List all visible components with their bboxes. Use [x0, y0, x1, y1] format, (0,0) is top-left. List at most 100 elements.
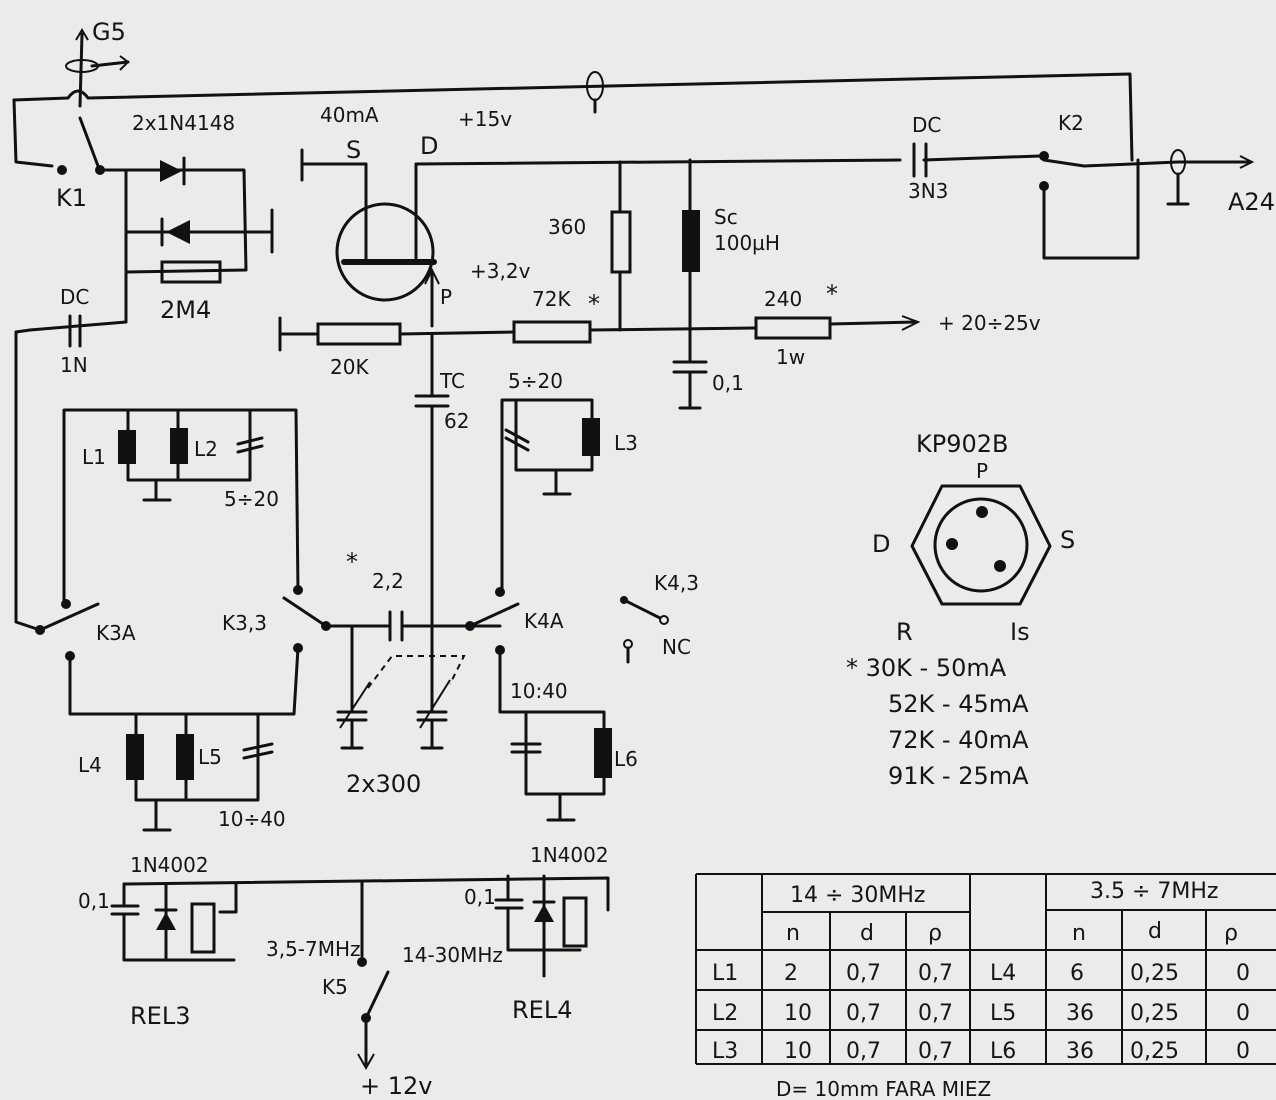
table-cell: L1 — [712, 961, 738, 986]
band-switches: K3A K3,3 * 2,2 K4A — [35, 548, 564, 716]
antenna-label: A24 — [1228, 188, 1275, 216]
k5-label: K5 — [322, 975, 348, 999]
col-header: ρ — [1224, 921, 1238, 946]
coil-table: 14 ÷ 30MHz 3.5 ÷ 7MHz n d ρ n d ρ L1 2 0… — [695, 873, 1276, 1100]
pin-p-label: P — [976, 459, 988, 483]
table-cell: 36 — [1066, 1039, 1094, 1064]
r240-label: 240 — [764, 287, 802, 311]
table-cell: 0 — [1236, 1001, 1250, 1026]
band-lo-header: 3.5 ÷ 7MHz — [1090, 879, 1218, 904]
table-cell: 10 — [784, 1039, 812, 1064]
tuning-label: 2x300 — [346, 770, 421, 798]
c22-label: 2,2 — [372, 569, 404, 593]
c5-20b-label: 5÷20 — [508, 369, 563, 393]
band-hi-label: 14-30MHz — [402, 943, 503, 967]
l5-label: L5 — [198, 745, 222, 769]
tank-l3: 5÷20 L3 — [500, 369, 638, 590]
table-cell: 0,7 — [918, 961, 953, 986]
cap-1n: DC 1N — [14, 285, 89, 632]
pin-d-label: D — [872, 530, 890, 558]
table-cell: 2 — [784, 961, 798, 986]
switch-k43: K4,3 NC — [620, 571, 699, 664]
table-cell: 0 — [1236, 961, 1250, 986]
col-header: n — [1072, 921, 1086, 946]
col-is-label: Is — [1010, 618, 1030, 646]
table-cell: L6 — [990, 1039, 1016, 1064]
switch-k1: K1 — [56, 116, 128, 212]
g5-label: G5 — [92, 18, 126, 46]
table-cell: L2 — [712, 1001, 738, 1026]
bias-resistor-table: R Is * 30K - 50mA 52K - 45mA 72K - 40mA … — [846, 618, 1030, 790]
tuning-capacitor: 2x300 — [336, 624, 466, 798]
pinout-kp902b: KP902B P D S — [872, 430, 1075, 606]
dc-right-label: DC — [912, 113, 941, 137]
ids-label: 40mA — [320, 103, 379, 127]
plus32-label: +3,2v — [470, 259, 531, 283]
r360-label: 360 — [548, 215, 586, 239]
col-header: d — [860, 921, 874, 946]
table-cell: 0,25 — [1130, 1001, 1179, 1026]
kp902b-label: KP902B — [916, 430, 1008, 458]
c3n3-label: 3N3 — [908, 179, 948, 203]
gate-p-label: P — [440, 285, 452, 309]
rtable-row: 72K - 40mA — [888, 726, 1029, 754]
plus12-label: + 12v — [360, 1072, 432, 1100]
source-label: S — [346, 136, 361, 164]
r240-star: * — [826, 280, 838, 308]
d1-label: 1N4002 — [130, 853, 209, 877]
choke-100uh-label: 100µH — [714, 231, 780, 255]
table-cell: L3 — [712, 1039, 738, 1064]
l6-label: L6 — [614, 747, 638, 771]
output-section: DC 3N3 K2 A24 — [908, 111, 1275, 260]
tc-label: TC — [439, 369, 465, 393]
relay-circuit: 1N4002 0,1 REL3 1N4002 0,1 REL4 3,5-7MHz… — [78, 843, 610, 1100]
r240-watt-label: 1w — [776, 345, 805, 369]
c10-40a-label: 10÷40 — [218, 807, 286, 831]
r72k-star: * — [588, 290, 600, 318]
table-cell: L5 — [990, 1001, 1016, 1026]
table-cell: 0,7 — [846, 1001, 881, 1026]
col-header: d — [1148, 919, 1162, 944]
gate-coupling: TC 62 — [414, 332, 469, 702]
rel4-label: REL4 — [512, 996, 572, 1024]
table-cell: 6 — [1070, 961, 1084, 986]
table-cell: 0,25 — [1130, 961, 1179, 986]
band-lo-label: 3,5-7MHz — [266, 937, 361, 961]
table-cell: 36 — [1066, 1001, 1094, 1026]
footer-note: D= 10mm FARA MIEZ — [776, 1077, 991, 1100]
table-cell: L4 — [990, 961, 1016, 986]
nc-label: NC — [662, 635, 691, 659]
k1-label: K1 — [56, 184, 87, 212]
table-cell: 10 — [784, 1001, 812, 1026]
l2-label: L2 — [194, 437, 218, 461]
gate-bias: 20K 72K * 240 * 1w + 20÷25v — [278, 280, 1041, 379]
c1n-label: 1N — [60, 353, 88, 377]
supply-voltage-label: + 20÷25v — [938, 311, 1041, 335]
k33-label: K3,3 — [222, 611, 267, 635]
l4-label: L4 — [78, 753, 102, 777]
tank-l6: 10:40 L6 — [498, 648, 638, 822]
col-r-label: R — [896, 618, 913, 646]
switch-g5: G5 — [65, 18, 130, 108]
r2m4-label: 2M4 — [160, 296, 211, 324]
band-hi-header: 14 ÷ 30MHz — [790, 883, 925, 908]
l3-label: L3 — [614, 431, 638, 455]
diode-limiter: 2x1N4148 2M4 — [14, 111, 274, 334]
table-cell: 0,7 — [918, 1039, 953, 1064]
diodes-label: 2x1N4148 — [132, 111, 235, 135]
col-header: ρ — [928, 921, 942, 946]
pin-s-label: S — [1060, 526, 1075, 554]
k2-label: K2 — [1058, 111, 1084, 135]
drain-load: 360 Sc 100µH 0,1 — [548, 158, 780, 410]
c01a-label: 0,1 — [78, 889, 110, 913]
l1-label: L1 — [82, 445, 106, 469]
r72k-label: 72K — [532, 287, 571, 311]
rtable-row: 52K - 45mA — [888, 690, 1029, 718]
c62-label: 62 — [444, 409, 469, 433]
rel3-label: REL3 — [130, 1002, 190, 1030]
rtable-row: 91K - 25mA — [888, 762, 1029, 790]
c01b-label: 0,1 — [464, 885, 496, 909]
table-cell: 0,25 — [1130, 1039, 1179, 1064]
